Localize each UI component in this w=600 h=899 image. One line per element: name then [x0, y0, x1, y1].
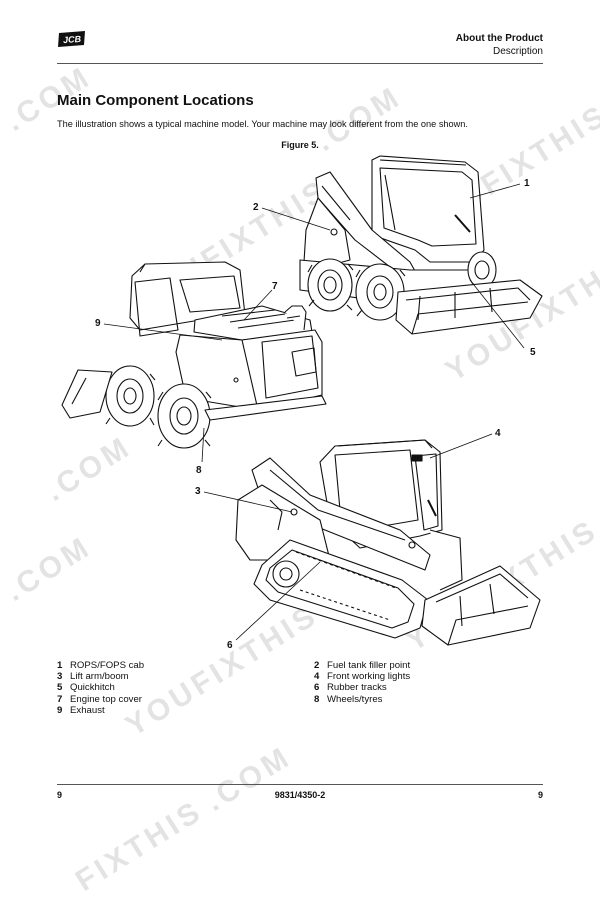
- section-title: About the Product: [455, 33, 543, 44]
- machine-illustration: 1 2 3 4 5 6 7 8 9: [61, 155, 543, 651]
- legend-left: 1 ROPS/FOPS cab 3 Lift arm/boom 5 Quickhitc…: [57, 660, 144, 716]
- callout-3: 3: [195, 486, 201, 497]
- legend-number: 7: [57, 693, 63, 705]
- legend-number: 1: [57, 660, 63, 671]
- legend-item: 3 Lift arm/boom: [57, 671, 144, 682]
- legend-label: Exhaust: [70, 704, 105, 716]
- legend-item: 1 ROPS/FOPS cab: [57, 660, 144, 671]
- legend-label: Engine top cover: [70, 693, 142, 705]
- legend-label: ROPS/FOPS cab: [70, 660, 145, 671]
- legend-item: 9 Exhaust: [57, 705, 144, 716]
- legend-number: 3: [57, 671, 63, 683]
- callout-leaders: [103, 183, 525, 641]
- callout-5: 5: [530, 347, 536, 358]
- legend-item: 5 Quickhitch: [57, 682, 144, 693]
- header-divider: [57, 63, 543, 64]
- figure-title-text: Figure 5.: [281, 140, 319, 150]
- callout-2: 2: [253, 202, 259, 213]
- jcb-logo: JCB: [58, 31, 85, 47]
- callout-6: 6: [227, 640, 233, 651]
- callout-7: 7: [272, 281, 278, 292]
- legend-number: 9: [57, 704, 63, 716]
- figure-title: Figure 5.: [0, 140, 600, 150]
- legend-label: Wheels/tyres: [327, 693, 383, 705]
- legend-number: 2: [314, 660, 320, 671]
- callout-8: 8: [196, 465, 202, 476]
- legend-item: 6 Rubber tracks: [314, 682, 410, 693]
- page-heading: Main Component Locations: [57, 92, 254, 109]
- legend-label: Fuel tank filler point: [327, 660, 411, 671]
- legend-item: 4 Front working lights: [314, 671, 410, 682]
- callout-4: 4: [495, 428, 501, 439]
- page-number-right: 9: [537, 790, 543, 800]
- machine-rear-wheeled: [61, 261, 327, 449]
- legend-number: 5: [57, 682, 63, 694]
- legend-label: Front working lights: [327, 671, 411, 683]
- brand-logo-text: JCB: [63, 34, 82, 45]
- intro-text: The illustration shows a typical machine…: [57, 119, 468, 129]
- machine-tracked: [235, 439, 541, 646]
- callout-1: 1: [524, 178, 530, 189]
- legend-number: 8: [314, 693, 320, 705]
- legend-item: 7 Engine top cover: [57, 694, 144, 705]
- footer-divider: [57, 784, 543, 785]
- page-header: About the Product Description: [456, 32, 543, 58]
- legend-item: 2 Fuel tank filler point: [314, 660, 410, 671]
- legend-item: 8 Wheels/tyres: [314, 694, 410, 705]
- callout-9: 9: [95, 318, 101, 329]
- legend-label: Lift arm/boom: [70, 671, 129, 683]
- document-number: 9831/4350-2: [274, 790, 326, 800]
- subsection-title: Description: [492, 46, 543, 57]
- legend-right: 2 Fuel tank filler point 4 Front working l…: [314, 660, 410, 705]
- machine-front-wheeled: [299, 155, 543, 335]
- legend-number: 4: [314, 671, 320, 683]
- legend-number: 6: [314, 682, 320, 694]
- legend-label: Rubber tracks: [327, 682, 387, 694]
- legend-label: Quickhitch: [70, 682, 115, 694]
- page-number-left: 9: [57, 790, 63, 800]
